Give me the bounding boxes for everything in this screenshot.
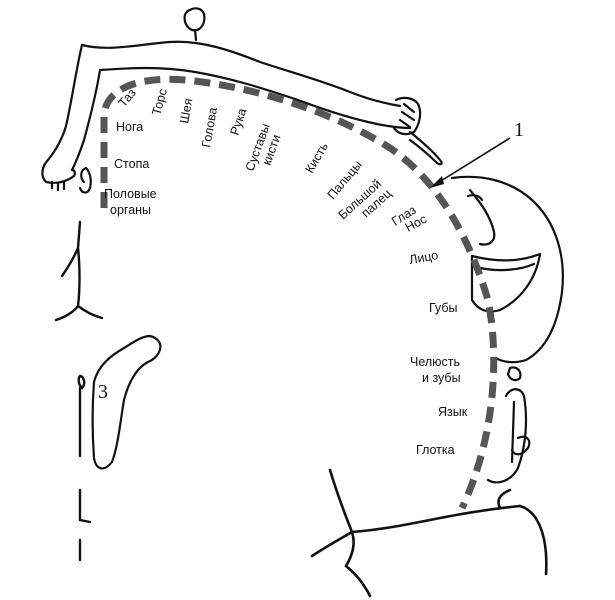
homunculus-body (41, 7, 443, 194)
label-glotka: Глотка (416, 443, 455, 457)
face-drawing (450, 175, 564, 484)
pointer-line-1 (435, 137, 511, 185)
marker-1: 1 (514, 119, 524, 141)
pointer-arrow-1 (430, 176, 444, 188)
cortex-lines-left (54, 220, 104, 562)
label-ruka: Рука (228, 107, 250, 137)
label-yazyk: Язык (438, 405, 468, 419)
label-chelyust: Челюсть (410, 355, 460, 369)
label-noga: Нога (116, 120, 143, 134)
cortex-lines-bottom (310, 468, 548, 598)
label-sheya: Шея (177, 97, 195, 124)
label-guby: Губы (429, 301, 457, 315)
label-tors: Торс (149, 87, 169, 117)
label-organy: органы (110, 203, 151, 217)
label-i-zuby: и зубы (422, 371, 461, 385)
label-kist: Кисть (302, 140, 331, 175)
marker-3: 3 (98, 381, 108, 403)
label-litso: Лицо (408, 248, 439, 267)
label-stopa: Стопа (114, 157, 149, 171)
label-golova: Голова (199, 106, 220, 148)
motor-strip-arc (100, 75, 498, 510)
label-polovye: Половые (104, 187, 157, 201)
label-taz: Таз (116, 86, 140, 110)
insula-shape (91, 334, 162, 470)
